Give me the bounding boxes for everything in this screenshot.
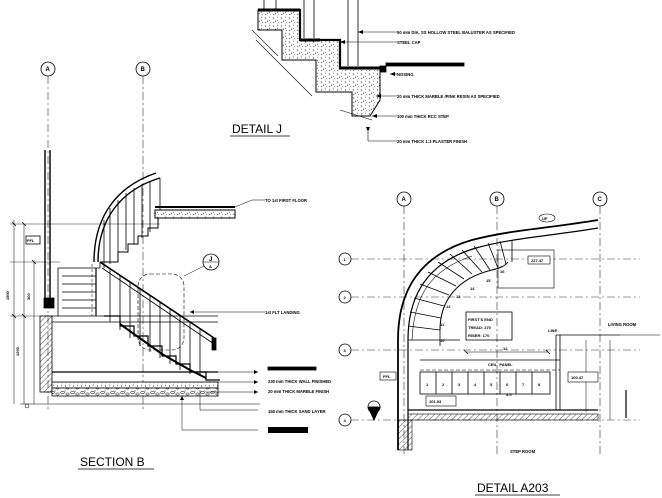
callout-j-sheet: A	[209, 264, 212, 269]
title-detail-j: DETAIL J	[232, 122, 282, 136]
step-12: 12	[446, 304, 451, 309]
step-13: 13	[456, 294, 461, 299]
note-marble: 20 mm THICK MARBLE /PINK RESIN AS SPECIF…	[397, 94, 500, 99]
note-marble-finish: 20 mm THICK MARBLE FINISH	[268, 389, 329, 394]
bottom-step-2: 2	[442, 382, 445, 387]
bottom-step-8: 8	[538, 382, 541, 387]
bottom-step-7: 7	[522, 382, 525, 387]
dim-12: 12	[503, 346, 508, 351]
section-b	[10, 61, 317, 431]
a203-grid-b: B	[495, 197, 500, 203]
dim-1500: 1500	[5, 290, 10, 300]
note-landing: 1st FLT LANDING	[265, 310, 300, 315]
bottom-step-5: 5	[490, 382, 493, 387]
a203-section-up: UP	[370, 405, 376, 410]
section-b-ffl-tag: FFL	[27, 238, 35, 243]
bottom-step-4: 4	[474, 382, 477, 387]
a203-ffl-tag: FFL	[383, 374, 391, 379]
bottom-step-6: 6	[506, 382, 509, 387]
note-baluster: 50 mm DIA. SS HOLLOW STEEL BALUSTER AS S…	[397, 30, 515, 35]
note-rcc-step: 100 mm THICK RCC STEP	[397, 114, 449, 119]
step-15: 15	[486, 278, 491, 283]
room-living: LIVING ROOM	[608, 322, 637, 327]
a203-grid-a: A	[402, 197, 407, 203]
title-section-b: SECTION B	[80, 455, 145, 469]
title-detail-a203: DETAIL A203	[477, 481, 549, 495]
room-step: STEP ROOM	[510, 449, 536, 454]
dim-3-5: 3.5	[506, 392, 512, 397]
a203-up-tag: UP	[542, 216, 548, 221]
level-right-top: 227.47	[531, 258, 544, 263]
a203-grid-c: C	[598, 197, 603, 203]
note-nosing: NOSING	[397, 72, 414, 77]
note-steel-cap: STEEL CAP	[397, 40, 421, 45]
bottom-step-1: 1	[426, 382, 429, 387]
clear-label: CEIL. PANEL	[488, 362, 513, 367]
detail-a203-labels: A B C 1 2 3 4 UP FIRST'S END TREAD: 270 …	[344, 197, 637, 454]
a203-row-2: 2	[344, 295, 347, 300]
note-wall-finished: 230 mm THICK WALL FINISHED	[268, 379, 331, 384]
level-right-mid: 100.47	[571, 375, 584, 380]
note-plaster: 20 mm THICK 1:3 PLASTER FINISH	[397, 139, 467, 144]
note-bar	[268, 427, 308, 433]
step-10: 10	[440, 338, 445, 343]
dim-1200: 1200	[15, 346, 20, 356]
bottom-step-3: 3	[458, 382, 461, 387]
a203-row-4: 4	[344, 418, 347, 423]
section-b-labels: A B J A FFL TO 1st FIRST FLOOR 1st FLT L…	[5, 67, 331, 432]
flight-box-line-3: RISER: 170	[468, 333, 490, 338]
note-sand-layer: 150 mm THICK SAND LAYER	[268, 409, 326, 414]
flight-box-line-2: TREAD: 270	[468, 325, 492, 330]
note-first-floor: TO 1st FIRST FLOOR	[265, 198, 307, 203]
flight-box-line-1: FIRST'S END	[468, 317, 493, 322]
section-b-grid-a: A	[46, 67, 51, 73]
a203-row-1: 1	[344, 257, 347, 262]
callout-j-label: J	[209, 257, 212, 263]
level-left: 101.93	[429, 399, 442, 404]
step-16: 16	[500, 269, 505, 274]
dim-line: LINE	[548, 328, 557, 333]
a203-row-3: 3	[344, 348, 347, 353]
section-b-grid-b: B	[141, 67, 146, 73]
detail-j	[251, 0, 465, 142]
dim-300: 300	[26, 293, 31, 300]
step-14: 14	[470, 286, 475, 291]
detail-a203	[338, 191, 660, 455]
detail-j-notes: 50 mm DIA. SS HOLLOW STEEL BALUSTER AS S…	[397, 30, 515, 144]
step-11: 11	[440, 322, 445, 327]
